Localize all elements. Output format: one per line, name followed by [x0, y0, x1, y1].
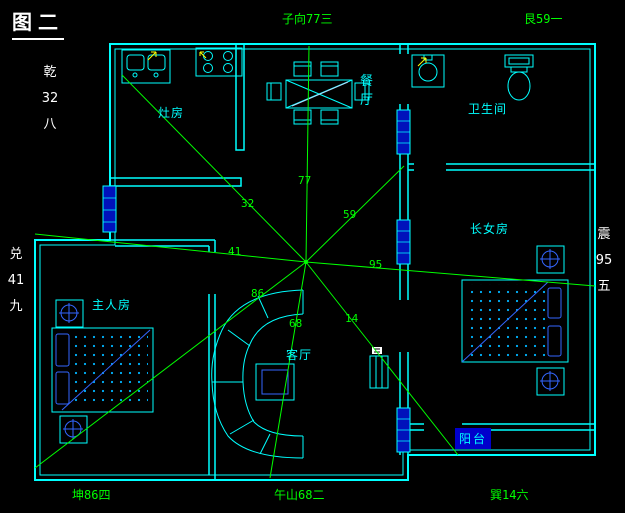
- kitchen-walls: [109, 43, 245, 187]
- chair: [266, 82, 282, 101]
- windows: [102, 109, 411, 453]
- window: [396, 407, 411, 453]
- compass-char: 兑: [9, 247, 23, 262]
- window: [102, 185, 117, 233]
- window: [396, 109, 411, 155]
- sector-number-nw: 32: [241, 197, 255, 210]
- chair: [320, 109, 339, 125]
- master-nightstand: [59, 415, 88, 444]
- compass-char: 五: [597, 279, 611, 294]
- sector-lines: [34, 45, 596, 479]
- compass-char: 九: [9, 299, 23, 314]
- room-label-living-room: 客厅: [286, 348, 313, 362]
- window: [396, 219, 411, 265]
- compass-char: 32: [41, 91, 59, 106]
- sector-number-se: 14: [345, 312, 359, 325]
- compass-top-center: 子向77三: [282, 12, 333, 26]
- room-label-balcony: 阳台: [455, 428, 492, 449]
- compass-bottom-right: 巽14六: [490, 488, 529, 502]
- chair: [293, 61, 312, 77]
- compass-right: 震 95 五: [592, 222, 616, 300]
- sector-number-ne: 59: [343, 208, 357, 221]
- sector-number-w: 41: [228, 245, 242, 258]
- bathroom-bottom-wall: [408, 163, 595, 171]
- sofa: [211, 289, 304, 459]
- compass-left-upper: 乾 32 八: [38, 60, 62, 138]
- coffee-table: [255, 363, 295, 401]
- master-bedroom-walls: [110, 239, 216, 480]
- dining-table-set: [266, 61, 370, 125]
- hall-cabinet: [369, 347, 389, 389]
- outer-wall: [34, 43, 596, 481]
- walls: [34, 43, 596, 481]
- room-label-daughter-room: 长女房: [470, 222, 510, 236]
- daughter-nightstand: [536, 245, 565, 274]
- compass-bottom-left: 坤86四: [72, 488, 111, 502]
- outer-wall-inner-face: [39, 48, 591, 476]
- compass-char: 八: [43, 117, 57, 132]
- furniture: [51, 47, 569, 459]
- daughter-nightstand: [536, 367, 565, 396]
- room-label-kitchen: 灶房: [158, 106, 185, 120]
- compass-char: 震: [597, 227, 611, 242]
- sector-number-e: 95: [369, 258, 383, 271]
- room-label-master-room: 主人房: [92, 298, 132, 312]
- compass-bottom-center: 午山68二: [274, 488, 325, 502]
- chair: [354, 82, 370, 101]
- compass-left-lower: 兑 41 九: [4, 242, 28, 320]
- bathroom-basin: [411, 54, 445, 88]
- compass-char: 41: [7, 273, 25, 288]
- compass-char: 95: [595, 253, 613, 268]
- master-bed: [51, 327, 154, 413]
- kitchen-stove: [195, 47, 243, 77]
- toilet: [504, 54, 534, 101]
- chair: [320, 61, 339, 77]
- room-label-bathroom: 卫生间: [468, 102, 508, 116]
- balcony-top-wall: [408, 423, 595, 431]
- room-label-dining: 餐厅: [360, 74, 374, 108]
- master-nightstand: [55, 299, 84, 328]
- daughter-bed: [461, 279, 569, 363]
- sector-number-s: 68: [289, 317, 303, 330]
- figure-title: 图二: [12, 6, 64, 40]
- kitchen-sink: [121, 49, 171, 84]
- sector-number-sw: 86: [251, 287, 265, 300]
- compass-top-right: 艮59一: [524, 12, 563, 26]
- sector-number-n: 77: [298, 174, 312, 187]
- compass-char: 乾: [43, 65, 57, 80]
